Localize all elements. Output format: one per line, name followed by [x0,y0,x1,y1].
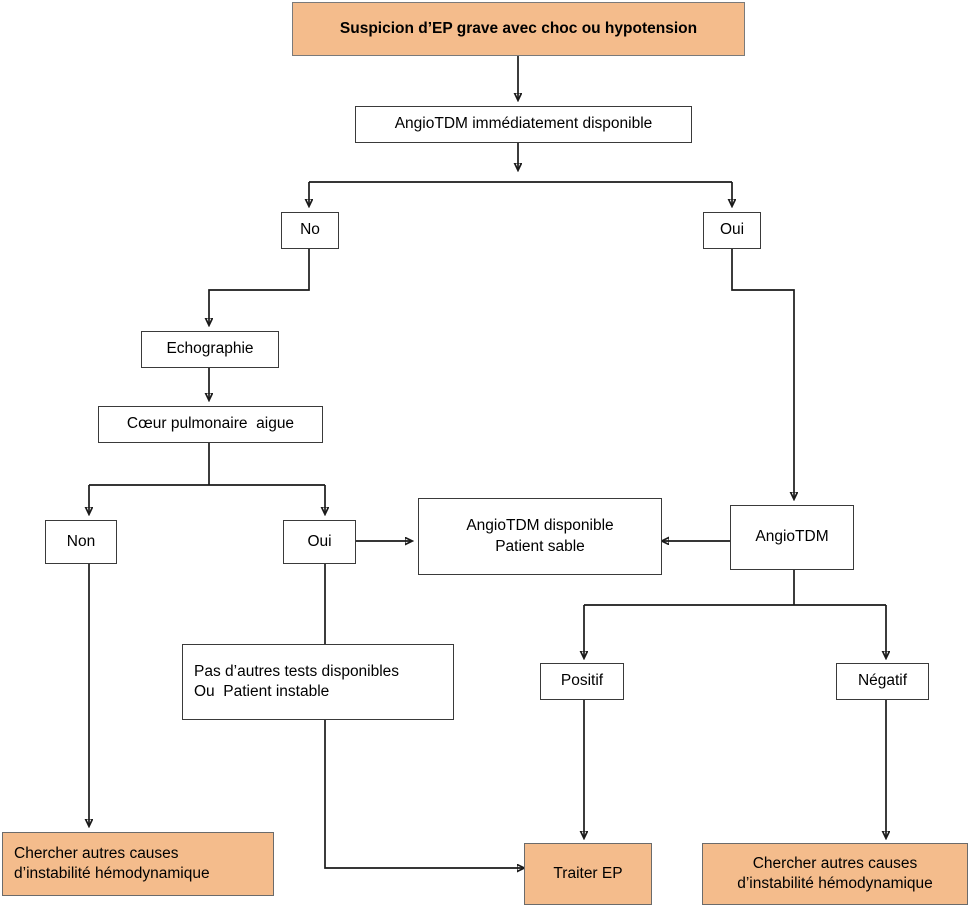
wire-no-to-echographie [209,249,310,325]
node-coeur-non-label: Non [66,532,96,550]
node-suspicion-label: Suspicion d’EP grave avec choc ou hypote… [339,19,698,37]
node-pas-autres-tests[interactable]: Pas d’autres tests disponibles Ou Patien… [182,644,454,720]
node-angiotdm-immediat-label: AngioTDM immédiatement disponible [394,115,653,133]
node-coeur-pulmonaire-label: Cœur pulmonaire aigue [126,415,295,433]
node-branch-oui[interactable]: Oui [703,212,761,249]
node-chercher-gauche-line1: Chercher autres causes [14,844,179,862]
node-angiotdm-immediatement-disponible[interactable]: AngioTDM immédiatement disponible [355,106,692,143]
node-echographie[interactable]: Echographie [141,331,279,368]
node-branch-no-label: No [300,221,320,239]
node-branch-no[interactable]: No [281,212,339,249]
node-chercher-droite-line2: d’instabilité hémodynamique [737,875,933,892]
node-positif[interactable]: Positif [540,663,624,700]
node-angiotdm-label: AngioTDM [755,528,829,546]
node-coeur-pulmonaire-aigue[interactable]: Cœur pulmonaire aigue [98,406,323,443]
node-angiotdm-disponible-line1: AngioTDM disponible [466,517,614,535]
node-coeur-oui-label: Oui [307,532,332,550]
node-negatif[interactable]: Négatif [836,663,929,700]
node-angiotdm-disponible-patient-sable[interactable]: AngioTDM disponible Patient sable [418,498,662,575]
wire-oui-to-angiotdm [731,249,794,499]
node-negatif-label: Négatif [857,672,908,690]
node-chercher-droite-line1: Chercher autres causes [752,854,918,872]
node-chercher-autres-causes-droite[interactable]: Chercher autres causes d’instabilité hém… [702,843,968,905]
node-angiotdm-disponible-line2: Patient sable [495,537,585,555]
node-angiotdm[interactable]: AngioTDM [730,505,854,570]
node-echographie-label: Echographie [166,340,254,358]
node-traiter-ep-label: Traiter EP [553,864,623,882]
node-pas-autres-tests-line2: Ou Patient instable [194,683,330,700]
node-chercher-autres-causes-gauche[interactable]: Chercher autres causes d’instabilité hém… [2,832,274,896]
node-chercher-gauche-line2: d’instabilité hémodynamique [14,865,210,882]
node-pas-autres-tests-line1: Pas d’autres tests disponibles [194,662,400,680]
node-coeur-oui[interactable]: Oui [283,520,356,564]
node-suspicion-ep-grave[interactable]: Suspicion d’EP grave avec choc ou hypote… [292,2,745,56]
node-branch-oui-label: Oui [719,221,745,239]
node-positif-label: Positif [560,672,604,690]
node-coeur-non[interactable]: Non [45,520,117,564]
node-traiter-ep[interactable]: Traiter EP [524,843,652,905]
